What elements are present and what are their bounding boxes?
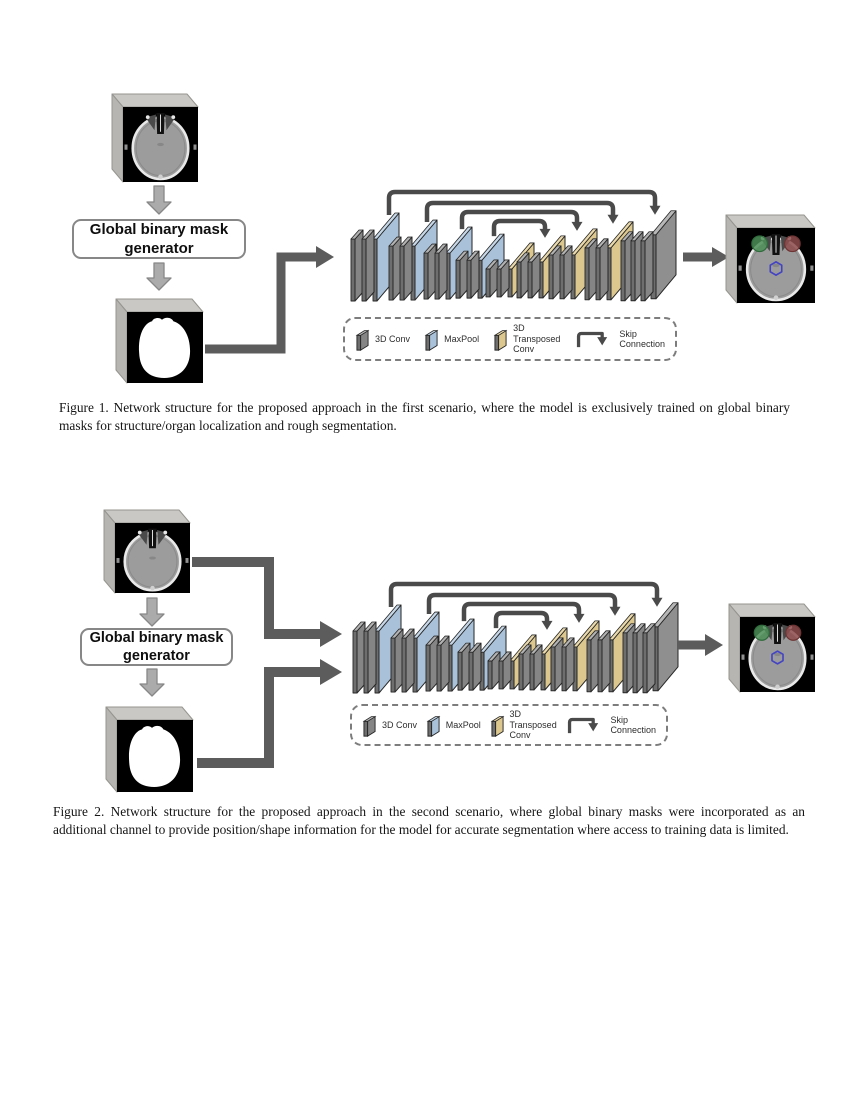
legend-label-3d-conv: 3D Conv xyxy=(375,333,411,344)
conv-plate-icon xyxy=(355,329,370,351)
down-arrow-icon xyxy=(146,185,172,215)
skip-connection-arc xyxy=(493,610,553,630)
segmentation-overlays xyxy=(753,624,802,665)
unet-network xyxy=(352,581,679,694)
ct-input-cube xyxy=(103,509,191,594)
encoder-block-group xyxy=(352,604,402,694)
down-arrow-icon xyxy=(139,668,165,697)
left-eye-overlay xyxy=(751,235,769,253)
figure1-caption: Figure 1. Network structure for the prop… xyxy=(59,400,790,433)
segmented-output-cube xyxy=(725,214,816,304)
down-arrow-icon xyxy=(146,262,172,291)
skip-connection-arc xyxy=(491,218,551,238)
skip-connection-arc xyxy=(386,189,661,215)
figure2-network-legend: 3D Conv MaxPool 3D Transposed Conv Skip … xyxy=(350,704,668,746)
skip-connection-icon xyxy=(577,331,608,348)
legend-item-transposed-conv: 3D Transposed Conv xyxy=(490,709,557,741)
legend-label-transposed-conv: 3D Transposed Conv xyxy=(509,709,557,741)
skip-connection-arc xyxy=(388,581,663,607)
legend-label-skip-connection: Skip Connection xyxy=(610,714,656,736)
unet-network xyxy=(350,189,677,302)
skip-connection-arc xyxy=(459,209,583,231)
segmentation-overlays xyxy=(751,235,801,276)
maxpool-plate-icon xyxy=(426,715,441,737)
figure2-caption: Figure 2. Network structure for the prop… xyxy=(53,804,805,837)
brainstem-overlay xyxy=(769,261,783,276)
right-eye-overlay xyxy=(785,624,802,641)
legend-item-transposed-conv: 3D Transposed Conv xyxy=(493,323,560,355)
network-output-arrow xyxy=(683,247,729,267)
left-eye-overlay xyxy=(753,624,770,641)
legend-label-maxpool: MaxPool xyxy=(445,719,481,730)
skip-connection-arc xyxy=(424,200,619,224)
transposed-conv-plate-icon xyxy=(493,329,508,351)
conv-plate-icon xyxy=(362,715,377,737)
legend-label-3d-conv: 3D Conv xyxy=(382,719,418,730)
decoder-block-group xyxy=(518,627,568,691)
skip-connection-arc xyxy=(461,601,585,623)
legend-label-skip-connection: Skip Connection xyxy=(619,328,665,350)
skip-connection-arc xyxy=(426,592,621,616)
ct-input-cube xyxy=(111,93,199,183)
maxpool-plate-icon xyxy=(424,329,439,351)
segmented-output-cube xyxy=(728,603,816,693)
figure2-diagram xyxy=(103,509,816,793)
legend-label-transposed-conv: 3D Transposed Conv xyxy=(513,323,561,355)
output-block-group xyxy=(620,210,677,302)
right-eye-overlay xyxy=(783,235,801,253)
encoder-block-group xyxy=(390,611,440,693)
legend-item-skip-connection: Skip Connection xyxy=(574,328,665,350)
ct-to-network-arrow xyxy=(192,557,342,647)
brainstem-overlay xyxy=(771,650,784,665)
figure2-generator-box: Global binary mask generator xyxy=(80,628,233,666)
mask-to-network-arrow xyxy=(205,246,334,354)
legend-label-maxpool: MaxPool xyxy=(444,333,480,344)
network-output-arrow xyxy=(677,634,723,656)
binary-mask-cube xyxy=(115,298,204,384)
encoder-block-group xyxy=(457,625,507,691)
transposed-conv-plate-icon xyxy=(490,715,504,737)
legend-item-skip-connection: Skip Connection xyxy=(565,714,656,736)
figure1-network-legend: 3D Conv MaxPool 3D Transposed Conv Skip … xyxy=(343,317,677,361)
figure1-diagram xyxy=(111,93,816,384)
mask-to-network-arrow xyxy=(197,659,342,768)
binary-mask-cube xyxy=(105,706,194,793)
legend-item-3d-conv: 3D Conv xyxy=(362,712,417,738)
legend-item-maxpool: MaxPool xyxy=(424,326,479,352)
legend-item-3d-conv: 3D Conv xyxy=(355,326,410,352)
legend-item-maxpool: MaxPool xyxy=(426,712,481,738)
skip-connection-icon xyxy=(568,717,599,734)
figure1-generator-box: Global binary mask generator xyxy=(72,219,246,259)
down-arrow-icon xyxy=(139,597,165,627)
output-block-group xyxy=(622,602,679,694)
